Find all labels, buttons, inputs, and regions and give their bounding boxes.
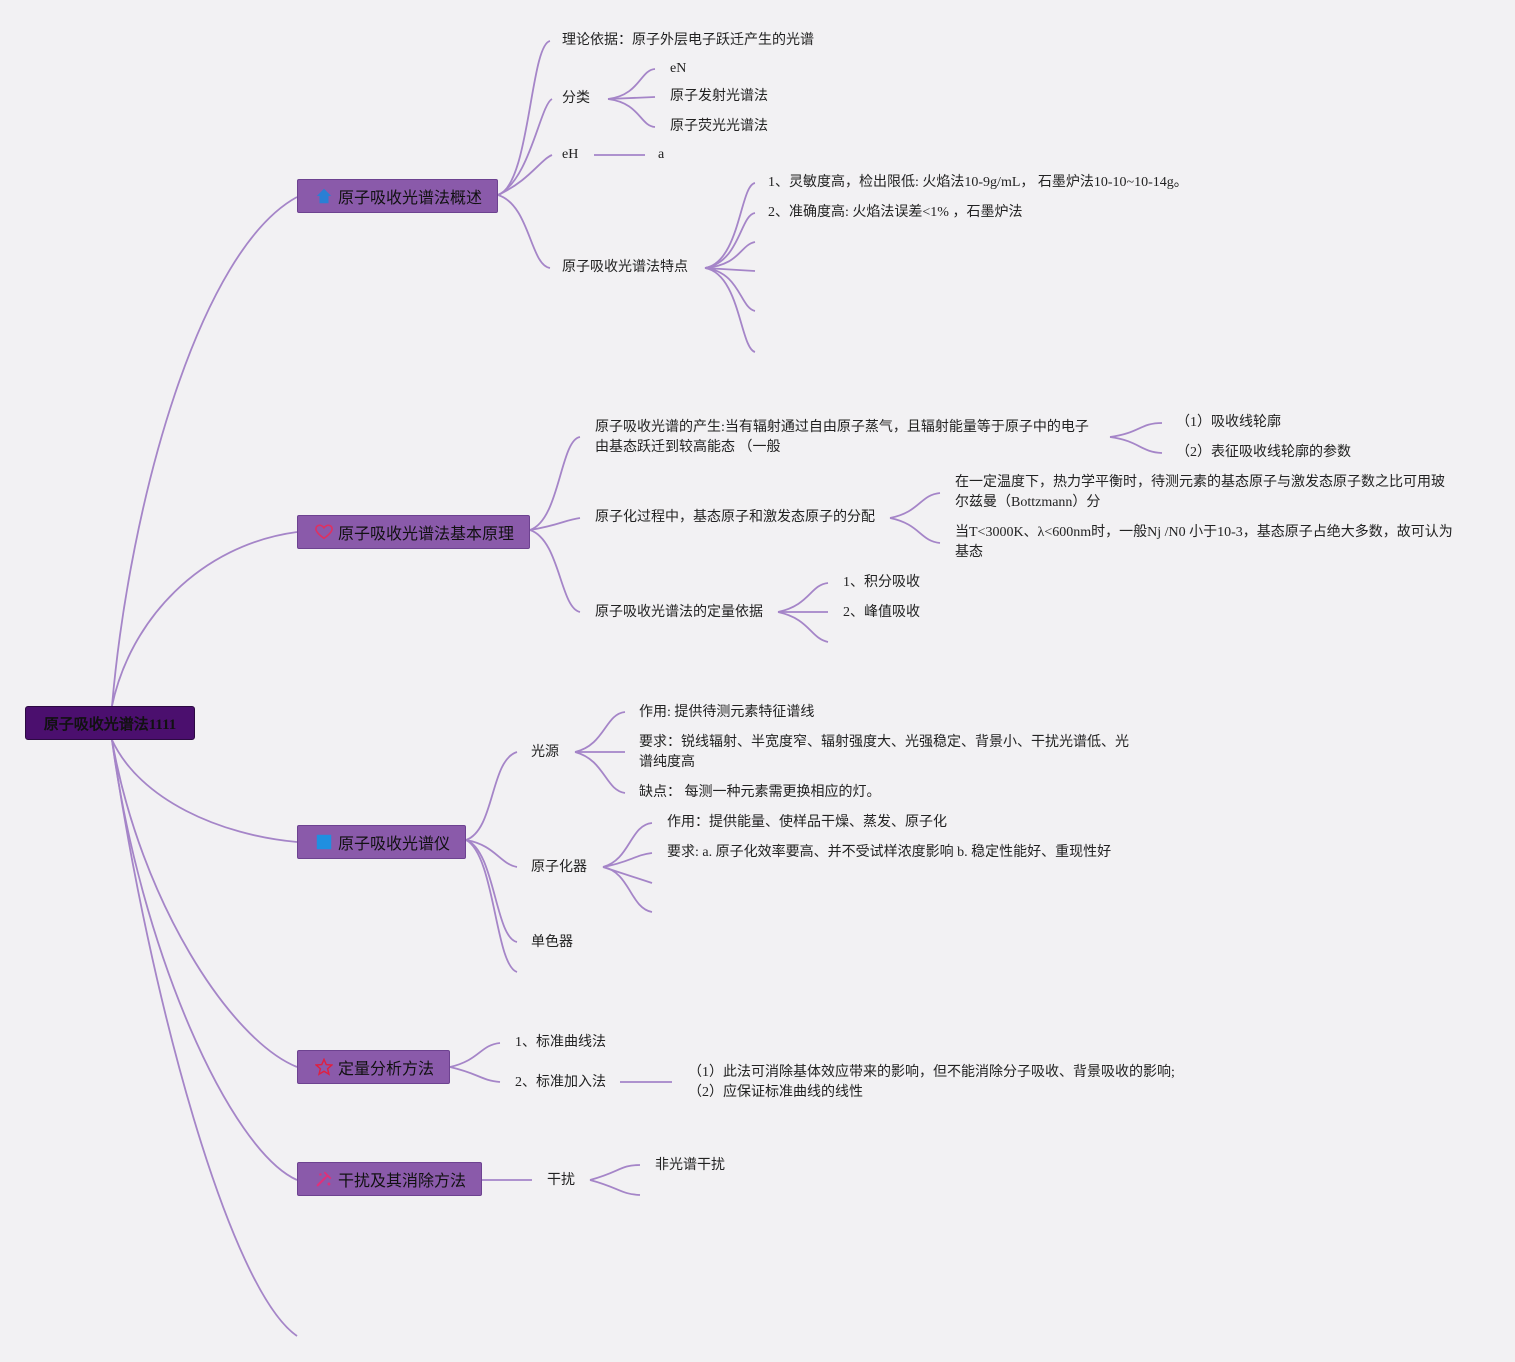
subtopic-light-source[interactable]: 光源 [531, 745, 559, 760]
topic-interference[interactable]: 干扰及其消除方法 [297, 1162, 482, 1196]
subtopic-spectrum-origin[interactable]: 原子吸收光谱的产生:当有辐射通过自由原子蒸气，且辐射能量等于原子中的电子由基态跃… [595, 420, 1089, 455]
square-icon [314, 832, 334, 852]
leaf-node[interactable]: 2、峰值吸收 [843, 605, 920, 620]
leaf-node[interactable]: （2）表征吸收线轮廓的参数 [1176, 445, 1351, 460]
subtopic-eh[interactable]: eH [562, 147, 579, 162]
leaf-node[interactable]: （2）应保证标准曲线的线性 [688, 1085, 863, 1100]
tools-icon [314, 1169, 334, 1189]
leaf-node[interactable]: 原子荧光光谱法 [670, 119, 768, 134]
subtopic-theory-basis[interactable]: 理论依据：原子外层电子跃迁产生的光谱 [562, 33, 814, 48]
subtopic-quantitative-basis[interactable]: 原子吸收光谱法的定量依据 [595, 605, 763, 620]
leaf-node[interactable]: （1）吸收线轮廓 [1176, 415, 1281, 430]
subtopic-atomizer[interactable]: 原子化器 [531, 860, 587, 875]
leaf-node[interactable]: 1、积分吸收 [843, 575, 920, 590]
topic-label: 原子吸收光谱法概述 [338, 190, 483, 207]
subtopic-calibration-curve[interactable]: 1、标准曲线法 [515, 1035, 606, 1050]
leaf-node[interactable]: 缺点： 每测一种元素需更换相应的灯。 [639, 785, 881, 800]
leaf-node[interactable]: 作用：提供能量、使样品干燥、蒸发、原子化 [667, 815, 947, 830]
topic-overview[interactable]: 原子吸收光谱法概述 [297, 179, 498, 213]
topic-label: 干扰及其消除方法 [338, 1173, 467, 1190]
root-topic[interactable]: 原子吸收光谱法1111 [25, 706, 195, 740]
leaf-node[interactable]: 作用: 提供待测元素特征谱线 [639, 705, 815, 720]
leaf-node[interactable]: 要求: a. 原子化效率要高、并不受试样浓度影响 b. 稳定性能好、重现性好 [667, 845, 1112, 860]
leaf-node[interactable]: a [658, 147, 665, 162]
leaf-node[interactable]: 在一定温度下，热力学平衡时，待测元素的基态原子与激发态原子数之比可用玻尔兹曼（B… [955, 475, 1445, 510]
leaf-node[interactable]: 2、准确度高: 火焰法误差<1% ，石墨炉法 [768, 205, 1023, 220]
root-label: 原子吸收光谱法1111 [43, 716, 177, 733]
subtopic-atom-distribution[interactable]: 原子化过程中，基态原子和激发态原子的分配 [595, 510, 875, 525]
leaf-node[interactable]: eN [670, 61, 687, 76]
star-icon [314, 1057, 334, 1077]
topic-principles[interactable]: 原子吸收光谱法基本原理 [297, 515, 530, 549]
house-icon [314, 186, 334, 206]
leaf-node[interactable]: 非光谱干扰 [655, 1158, 725, 1173]
leaf-node[interactable]: （1）此法可消除基体效应带来的影响，但不能消除分子吸收、背景吸收的影响; [688, 1065, 1175, 1080]
topic-label: 原子吸收光谱法基本原理 [338, 526, 515, 543]
subtopic-features[interactable]: 原子吸收光谱法特点 [562, 260, 688, 275]
leaf-node[interactable]: 当T<3000K、λ<600nm时，一般Nj /N0 小于10-3，基态原子占绝… [955, 525, 1453, 560]
leaf-node[interactable]: 原子发射光谱法 [670, 89, 768, 104]
topic-label: 原子吸收光谱仪 [338, 836, 451, 853]
subtopic-classification[interactable]: 分类 [562, 91, 590, 106]
subtopic-standard-addition[interactable]: 2、标准加入法 [515, 1075, 606, 1090]
leaf-node[interactable]: 1、灵敏度高，检出限低: 火焰法10-9g/mL， 石墨炉法10-10~10-1… [768, 175, 1188, 190]
topic-spectrometer[interactable]: 原子吸收光谱仪 [297, 825, 466, 859]
subtopic-monochromator[interactable]: 单色器 [531, 935, 573, 950]
topic-label: 定量分析方法 [338, 1061, 435, 1078]
heart-icon [314, 522, 334, 542]
subtopic-interference[interactable]: 干扰 [547, 1173, 575, 1188]
topic-quantitative-methods[interactable]: 定量分析方法 [297, 1050, 450, 1084]
leaf-node[interactable]: 要求：锐线辐射、半宽度窄、辐射强度大、光强稳定、背景小、干扰光谱低、光谱纯度高 [639, 735, 1129, 770]
